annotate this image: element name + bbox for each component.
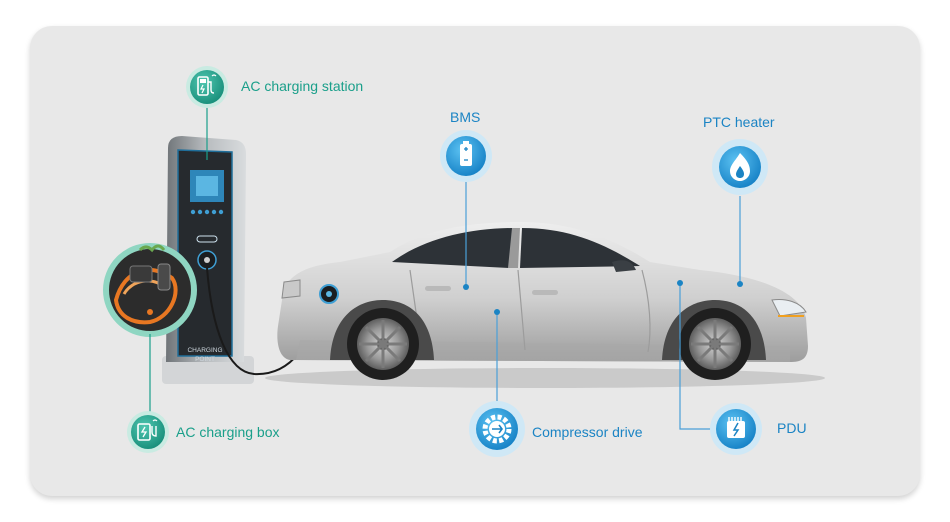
flame-icon (712, 139, 768, 195)
pdu-icon (710, 403, 762, 455)
pdu-label: PDU (777, 420, 807, 436)
charging-box-icon (127, 411, 169, 453)
car-shadow (265, 368, 825, 388)
charging-point-label-2: POINT (195, 356, 215, 363)
bms-label: BMS (450, 109, 480, 125)
battery-icon (440, 130, 492, 182)
charging-box-photo (106, 246, 194, 334)
ptc-heater-label: PTC heater (703, 114, 775, 130)
ac-charging-station-label: AC charging station (241, 78, 363, 94)
electric-car (277, 222, 808, 380)
ac-charging-box-label: AC charging box (176, 424, 280, 440)
charging-station-icon (186, 66, 228, 108)
charging-point-label-1: CHARGING (187, 347, 222, 354)
compressor-drive-label: Compressor drive (532, 424, 642, 440)
compressor-icon (469, 401, 525, 457)
